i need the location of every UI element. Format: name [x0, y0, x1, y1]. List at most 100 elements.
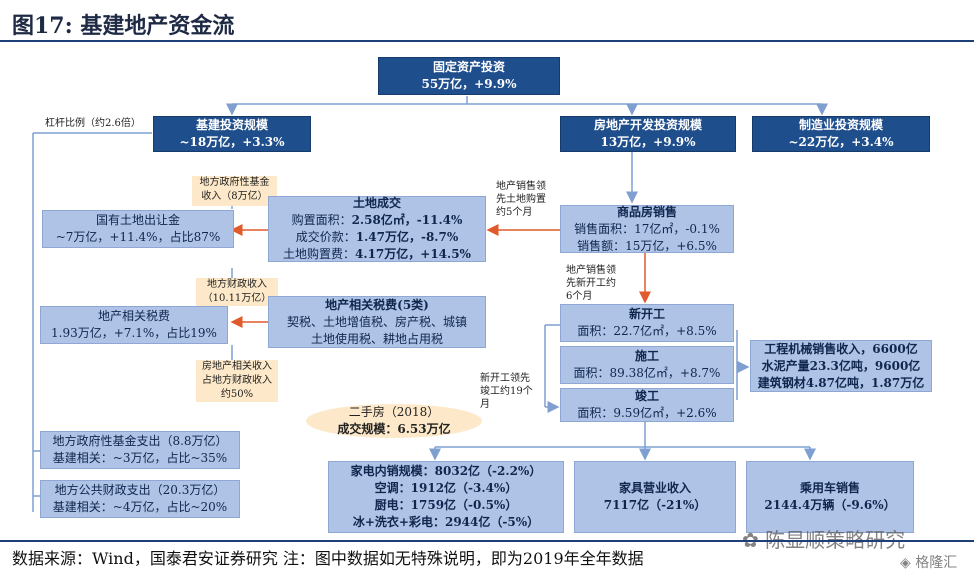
fixed-asset-value: 55万亿，+9.9%	[421, 77, 517, 91]
completion-box: 竣工 面积：9.59亿㎡，+2.6%	[560, 388, 734, 422]
land-price-value: 1.47万亿，-8.7%	[355, 230, 459, 244]
appliances-line2: 空调：1912亿（-3.4%）	[374, 481, 518, 495]
sales-note1-line1: 地产销售领	[496, 181, 546, 192]
housing-sales-area: 销售面积：17亿㎡，-0.1%	[574, 221, 720, 236]
gov-fund-income-note: 地方政府性基金 收入（8万亿）	[192, 176, 277, 206]
realestate-title: 房地产开发投资规模	[593, 118, 702, 132]
public-expense-value: 基建相关：~4万亿，占比~20%	[52, 500, 228, 514]
sales-note1-line2: 先土地购置	[496, 194, 546, 205]
machinery-line2: 水泥产量23.3亿吨，9600亿	[761, 358, 921, 373]
start-note-line1: 新开工领先	[480, 373, 530, 384]
gov-fund-income-line2: 收入（8万亿）	[201, 191, 268, 202]
land-area-label: 购置面积：	[291, 213, 352, 227]
tax-detail-line2: 土地使用税、耕地占用税	[310, 331, 443, 346]
second-hand-value: 成交规模：6.53万亿	[337, 422, 451, 436]
construction-area: 面积：89.38亿㎡，+8.7%	[573, 366, 721, 380]
start-note-line3: 月	[480, 399, 490, 410]
tax-share-note: 房地产相关收入 占地方财政收入 约50%	[196, 360, 278, 402]
completion-title: 竣工	[634, 389, 659, 403]
housing-sales-title: 商品房销售	[616, 204, 677, 219]
appliances-box: 家电内销规模：8032亿（-2.2%） 空调：1912亿（-3.4%） 厨电：1…	[328, 461, 564, 533]
gov-fund-expense-title: 地方政府性基金支出（8.8万亿）	[52, 434, 228, 448]
tax-share-line3: 约50%	[220, 389, 254, 400]
source-note: 数据来源：Wind，国泰君安证券研究 注：图中数据如无特殊说明，即为2019年全…	[12, 549, 644, 568]
gov-fund-expense-box: 地方政府性基金支出（8.8万亿） 基建相关：~3万亿，占比~35%	[40, 431, 240, 469]
leverage-note: 杠杆比例（约2.6倍）	[45, 118, 141, 129]
watermark2-text: 格隆汇	[915, 555, 958, 571]
tax-detail-title: 地产相关税费(5类)	[325, 297, 429, 312]
fiscal-income-note: 地方财政收入 （10.11万亿）	[196, 278, 278, 306]
furniture-title: 家具营业收入	[618, 481, 691, 495]
land-price-label: 成交价款：	[295, 230, 356, 244]
land-deal-line1: 购置面积：2.58亿㎡，-11.4%	[269, 212, 485, 229]
land-sale-title: 国有土地出让金	[95, 213, 180, 227]
new-start-area: 面积：22.7亿㎡，+8.5%	[577, 324, 717, 338]
machinery-box: 工程机械销售收入，6600亿 水泥产量23.3亿吨，9600亿 建筑钢材4.87…	[750, 340, 932, 392]
source-divider	[0, 540, 974, 542]
realestate-value: 13万亿，+9.9%	[600, 135, 696, 149]
sales-note1-line3: 约5个月	[496, 207, 533, 218]
sales-note2-line3: 6个月	[566, 291, 593, 302]
sales-note2-line1: 地产销售领	[566, 265, 616, 276]
start-note-line2: 竣工约19个	[480, 386, 533, 397]
title-divider	[0, 40, 974, 42]
land-purchase-value: 4.17万亿，+14.5%	[355, 247, 471, 261]
fixed-asset-investment-box: 固定资产投资 55万亿，+9.9%	[378, 57, 560, 95]
land-deal-line3: 土地购置费：4.17万亿，+14.5%	[269, 246, 485, 263]
watermark-gelonghui: ◈ 格隆汇	[900, 552, 957, 572]
land-sale-box: 国有土地出让金 ~7万亿，+11.4%，占比87%	[42, 210, 234, 248]
cars-title: 乘用车销售	[799, 481, 860, 495]
second-hand-title: 二手房（2018）	[348, 405, 440, 419]
machinery-line1: 工程机械销售收入，6600亿	[764, 341, 918, 356]
page-title: 图17: 基建地产资金流	[12, 13, 235, 39]
tax-related-title: 地产相关税费	[97, 309, 170, 323]
tax-related-box: 地产相关税费 1.93万亿，+7.1%，占比19%	[40, 306, 228, 344]
infra-investment-box: 基建投资规模 ~18万亿，+3.3%	[153, 116, 311, 152]
new-start-box: 新开工 面积：22.7亿㎡，+8.5%	[560, 304, 734, 342]
gov-fund-income-line1: 地方政府性基金	[199, 177, 270, 188]
land-deal-title: 土地成交	[352, 196, 401, 210]
fiscal-income-line2: （10.11万亿）	[202, 293, 272, 304]
second-hand-oval: 二手房（2018） 成交规模：6.53万亿	[306, 404, 482, 438]
public-expense-title: 地方公共财政支出（20.3万亿）	[54, 483, 226, 497]
manufacturing-value: ~22万亿，+3.4%	[788, 135, 894, 149]
furniture-box: 家具营业收入 7117亿（-21%）	[574, 461, 736, 533]
tax-share-line1: 房地产相关收入	[202, 361, 272, 372]
appliances-line4: 冰+洗衣+彩电：2944亿（-5%）	[352, 515, 540, 529]
land-purchase-label: 土地购置费：	[283, 247, 356, 261]
construction-title: 施工	[634, 349, 659, 363]
housing-sales-amount: 销售额：15万亿，+6.5%	[577, 238, 717, 253]
land-deal-line2: 成交价款：1.47万亿，-8.7%	[269, 229, 485, 246]
cars-box: 乘用车销售 2144.4万辆（-9.6%）	[746, 461, 914, 533]
tax-detail-box: 地产相关税费(5类) 契税、土地增值税、房产税、城镇 土地使用税、耕地占用税	[268, 296, 486, 348]
completion-area: 面积：9.59亿㎡，+2.6%	[577, 406, 717, 420]
land-area-value: 2.58亿㎡，-11.4%	[351, 213, 463, 227]
fiscal-income-line1: 地方财政收入	[207, 279, 267, 290]
construction-box: 施工 面积：89.38亿㎡，+8.7%	[560, 346, 734, 384]
gov-fund-expense-value: 基建相关：~3万亿，占比~35%	[52, 451, 228, 465]
infra-value: ~18万亿，+3.3%	[179, 135, 285, 149]
tax-detail-line1: 契税、土地增值税、房产税、城镇	[286, 314, 467, 329]
start-lead-completion-note: 新开工领先 竣工约19个 月	[480, 372, 544, 411]
sales-lead-land-note: 地产销售领 先土地购置 约5个月	[496, 180, 556, 219]
tax-related-value: 1.93万亿，+7.1%，占比19%	[51, 326, 217, 340]
manufacturing-title: 制造业投资规模	[798, 118, 883, 132]
housing-sales-box: 商品房销售 销售面积：17亿㎡，-0.1% 销售额：15万亿，+6.5%	[560, 205, 734, 253]
machinery-line3: 建筑钢材4.87亿吨，1.87万亿	[757, 375, 925, 390]
appliances-line1: 家电内销规模：8032亿（-2.2%）	[350, 464, 542, 478]
appliances-line3: 厨电：1759亿（-0.5%）	[374, 498, 518, 512]
sales-lead-start-note: 地产销售领 先新开工约 6个月	[566, 264, 632, 303]
manufacturing-investment-box: 制造业投资规模 ~22万亿，+3.4%	[752, 116, 930, 152]
land-deal-box: 土地成交 购置面积：2.58亿㎡，-11.4% 成交价款：1.47万亿，-8.7…	[268, 196, 486, 262]
infra-title: 基建投资规模	[195, 118, 268, 132]
watermark-wechat: ✿ 陈显顺策略研究	[742, 524, 905, 553]
realestate-investment-box: 房地产开发投资规模 13万亿，+9.9%	[560, 116, 736, 152]
new-start-title: 新开工	[628, 307, 665, 321]
sales-note2-line2: 先新开工约	[566, 278, 616, 289]
cars-value: 2144.4万辆（-9.6%）	[764, 498, 896, 512]
gelonghui-logo-icon: ◈	[900, 555, 911, 571]
public-expense-box: 地方公共财政支出（20.3万亿） 基建相关：~4万亿，占比~20%	[40, 480, 240, 518]
fixed-asset-title: 固定资产投资	[432, 60, 505, 74]
furniture-value: 7117亿（-21%）	[603, 498, 707, 512]
land-sale-value: ~7万亿，+11.4%，占比87%	[55, 230, 221, 244]
